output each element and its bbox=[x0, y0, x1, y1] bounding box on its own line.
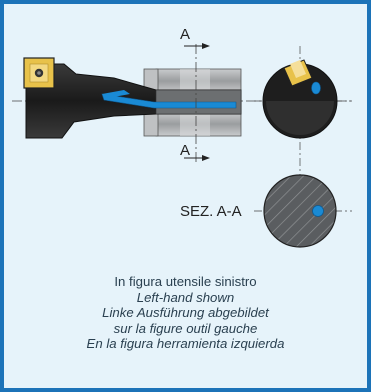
caption-italian: In figura utensile sinistro bbox=[114, 274, 257, 289]
boring-bar-drawing bbox=[12, 43, 352, 248]
cutting-insert bbox=[23, 57, 55, 89]
caption-french: sur la figure outil gauche bbox=[113, 320, 258, 336]
end-view bbox=[254, 46, 352, 242]
section-label-top: A bbox=[180, 26, 191, 43]
caption-german: Linke Ausführung abgebildet bbox=[102, 305, 269, 321]
section-view bbox=[254, 174, 352, 248]
section-label-bottom: A bbox=[180, 142, 191, 159]
section-view-label: SEZ. A-A bbox=[180, 203, 242, 220]
coolant-channel bbox=[101, 93, 237, 109]
caption-spanish: En la figura herramienta izquierda bbox=[86, 336, 285, 352]
caption-english: Left-hand shown bbox=[136, 289, 235, 305]
caption: In figura utensile sinistro Left-hand sh… bbox=[4, 274, 367, 352]
